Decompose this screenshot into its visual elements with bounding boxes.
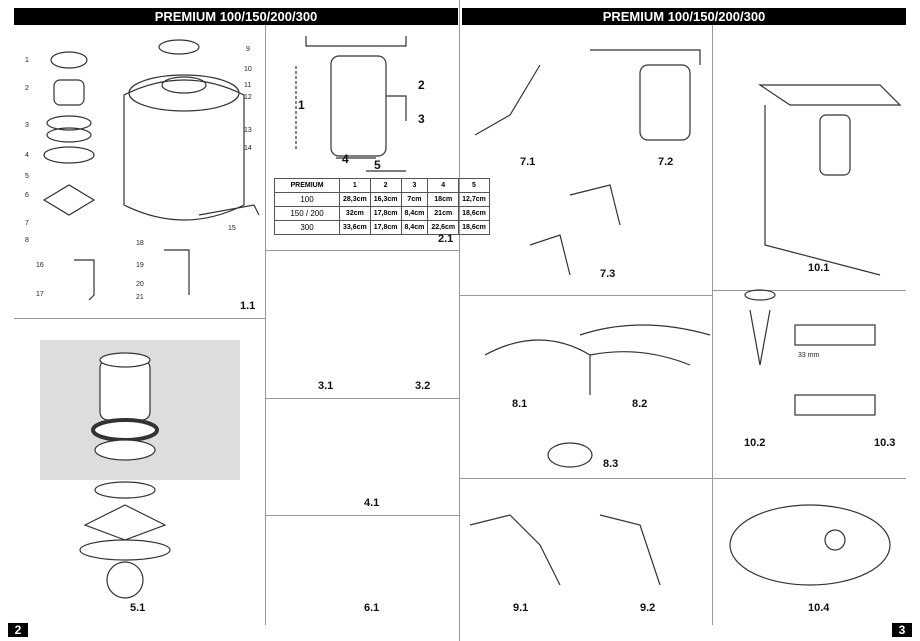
part-callout: 8 [25,237,29,244]
table-cell: 18,6cm [458,220,490,235]
dimension-drawing [295,36,407,172]
figure-label-f8-3: 8.3 [603,458,619,470]
table-cell: 7cm [400,192,429,207]
part-callout: 15 [228,225,236,232]
figure-label-f5-1: 5.1 [130,602,146,614]
part-callout: 7 [25,220,29,227]
part-callout: 13 [244,127,252,134]
figure-label-f1-1: 1.1 [240,300,256,312]
figure-label-f2-1: 2.1 [438,233,454,245]
exploded-view-drawing [42,39,260,301]
figure-label-f7-1: 7.1 [520,156,536,168]
dimension-callout: 5 [374,158,381,172]
figure-label-f9-1: 9.1 [513,602,529,614]
part-callout: 3 [25,122,29,129]
part-callout: 11 [244,82,252,89]
part-callout: 19 [136,262,144,269]
table-cell: 100 [274,192,340,207]
table-cell: 17,8cm [369,220,402,235]
figure-label-f10-1: 10.1 [808,262,830,274]
left-page-title: PREMIUM 100/150/200/300 [14,8,458,25]
dimension-callout: 4 [342,152,349,166]
table-header: 4 [427,178,460,193]
figure-label-f6-1: 6.1 [364,602,380,614]
table-cell: 33,6cm [339,220,371,235]
table-header: PREMIUM [274,178,340,193]
part-callout: 20 [136,281,144,288]
figure-label-f10-3: 10.3 [874,437,896,449]
table-cell: 300 [274,220,340,235]
dimension-callout: 1 [298,98,305,112]
table-header: 3 [400,178,429,193]
table-cell: 17,8cm [369,206,402,221]
part-callout: 9 [246,46,250,53]
installation-drawing-5-1 [40,340,240,599]
part-callout: 10 [244,66,252,73]
part-callout: 14 [244,145,252,152]
table-cell: 150 / 200 [274,206,340,221]
table-cell: 16,3cm [369,192,402,207]
table-cell: 8,4cm [400,220,429,235]
part-callout: 12 [244,94,252,101]
table-cell: 8,4cm [400,206,429,221]
part-callout: 2 [25,85,29,92]
part-callout: 18 [136,240,144,247]
figure-label-f7-2: 7.2 [658,156,674,168]
figure-label-f10-2: 10.2 [744,437,766,449]
table-header: 5 [458,178,490,193]
part-callout: 6 [25,192,29,199]
table-cell: 28,3cm [339,192,371,207]
part-callout: 1 [25,57,29,64]
part-callout: 17 [36,291,44,298]
right-page-title: PREMIUM 100/150/200/300 [462,8,906,25]
dimension-callout: 2 [418,78,425,92]
dimension-label: 33 mm [798,352,820,359]
part-callout: 5 [25,173,29,180]
part-callout: 16 [36,262,44,269]
table-header: 1 [339,178,371,193]
figure-label-f3-1: 3.1 [318,380,334,392]
table-cell: 12,7cm [458,192,490,207]
figure-label-f10-4: 10.4 [808,602,830,614]
page-number-left: 2 [8,623,28,637]
table-cell: 32cm [339,206,371,221]
figure-label-f8-1: 8.1 [512,398,528,410]
figure-label-f8-2: 8.2 [632,398,648,410]
figure-label-f9-2: 9.2 [640,602,656,614]
table-cell: 18,6cm [458,206,490,221]
table-header: 2 [369,178,402,193]
table-cell: 21cm [427,206,460,221]
right-page-drawings [469,49,902,586]
figure-label-f4-1: 4.1 [364,497,380,509]
figure-label-f3-2: 3.2 [415,380,431,392]
part-callout: 21 [136,294,144,301]
page-number-right: 3 [892,623,912,637]
part-callout: 4 [25,152,29,159]
table-cell: 18cm [427,192,460,207]
dimension-callout: 3 [418,112,425,126]
figure-label-f7-3: 7.3 [600,268,616,280]
